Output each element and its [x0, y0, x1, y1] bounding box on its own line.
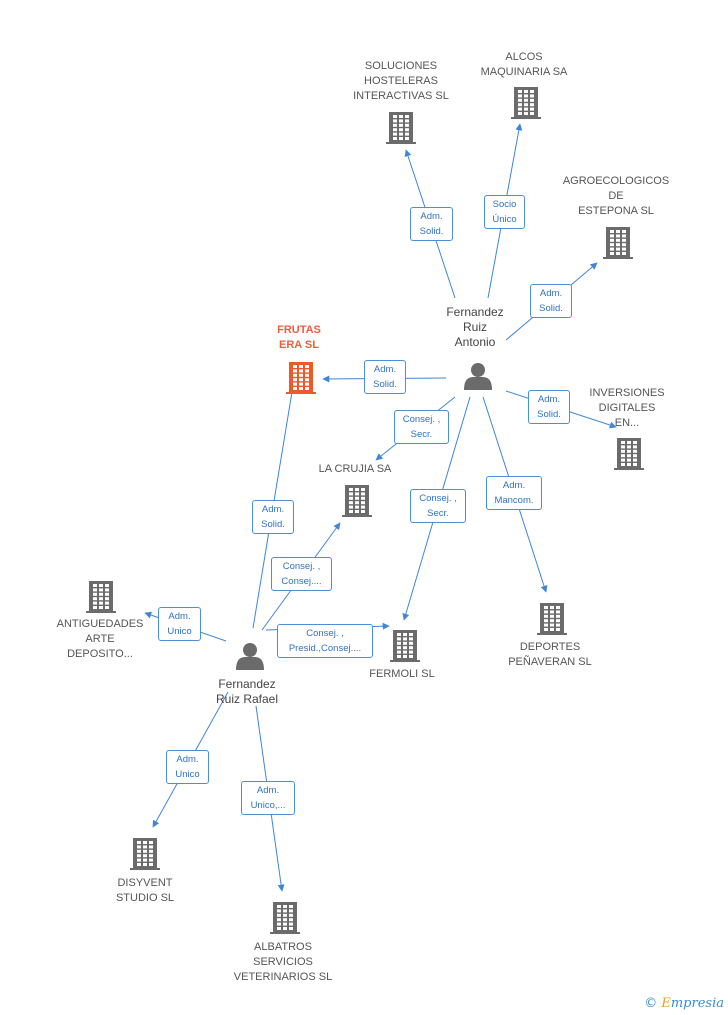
brand-name: mpresia	[670, 996, 724, 1011]
company-label-fermoli[interactable]: FERMOLI SL	[369, 668, 435, 680]
person-icon-rafael[interactable]	[236, 643, 264, 670]
brand-initial: E	[661, 996, 671, 1011]
edge-label-antonio-fermoli: Consej. , Secr.	[410, 489, 466, 523]
building-icon-deportes[interactable]	[537, 603, 567, 635]
edge-label-antonio-frutas: Adm. Solid.	[364, 360, 406, 394]
edge-label-rafael-antiguedades: Adm. Unico	[158, 607, 201, 641]
company-label-agro[interactable]: AGROECOLOGICOS DE ESTEPONA SL	[562, 175, 670, 217]
person-label-antonio[interactable]: Fernandez Ruiz Antonio	[446, 305, 504, 349]
nodes-layer	[86, 87, 644, 934]
company-label-soluciones[interactable]: SOLUCIONES HOSTELERAS INTERACTIVAS SL	[353, 60, 449, 102]
building-icon-crujia[interactable]	[342, 485, 372, 517]
company-label-deportes[interactable]: DEPORTES PEÑAVERAN SL	[508, 641, 592, 668]
company-label-alcos[interactable]: ALCOS MAQUINARIA SA	[480, 51, 568, 78]
building-icon-soluciones[interactable]	[386, 112, 416, 144]
building-icon-frutas[interactable]	[286, 362, 316, 394]
edge-label-rafael-crujia: Consej. , Consej....	[271, 557, 332, 591]
building-icon-fermoli[interactable]	[390, 630, 420, 662]
building-icon-antiguedades[interactable]	[86, 581, 116, 613]
company-label-frutas[interactable]: FRUTAS ERA SL	[277, 324, 321, 351]
edge-label-rafael-fermoli: Consej. , Presid.,Consej....	[277, 624, 373, 658]
copyright-symbol: ©	[644, 996, 658, 1011]
building-icon-inversiones[interactable]	[614, 438, 644, 470]
edge-label-rafael-disyvent: Adm. Unico	[166, 750, 209, 784]
company-label-inversiones[interactable]: INVERSIONES DIGITALES EN...	[589, 387, 665, 429]
person-icon-antonio[interactable]	[464, 363, 492, 390]
building-icon-agro[interactable]	[603, 227, 633, 259]
edge-label-antonio-deportes: Adm. Mancom.	[486, 476, 542, 510]
edge-label-rafael-albatros: Adm. Unico,...	[241, 781, 295, 815]
edge-label-antonio-soluciones: Adm. Solid.	[410, 207, 453, 241]
edge-label-antonio-inversiones: Adm. Solid.	[528, 390, 570, 424]
company-label-albatros[interactable]: ALBATROS SERVICIOS VETERINARIOS SL	[233, 941, 333, 983]
company-label-antiguedades[interactable]: ANTIGUEDADES ARTE DEPOSITO...	[56, 618, 144, 660]
building-icon-albatros[interactable]	[270, 902, 300, 934]
edge-label-antonio-crujia: Consej. , Secr.	[394, 410, 449, 444]
building-icon-alcos[interactable]	[511, 87, 541, 119]
edge-label-antonio-alcos: Socio Único	[484, 195, 525, 229]
company-label-crujia[interactable]: LA CRUJIA SA	[318, 463, 392, 475]
building-icon-disyvent[interactable]	[130, 838, 160, 870]
empresia-watermark: © Empresia	[644, 996, 724, 1011]
edge-label-antonio-agro: Adm. Solid.	[530, 284, 572, 318]
edge-label-rafael-frutas: Adm. Solid.	[252, 500, 294, 534]
company-label-disyvent[interactable]: DISYVENT STUDIO SL	[115, 877, 175, 904]
person-label-rafael[interactable]: Fernandez Ruiz Rafael	[215, 677, 279, 706]
edges-layer	[144, 123, 617, 892]
